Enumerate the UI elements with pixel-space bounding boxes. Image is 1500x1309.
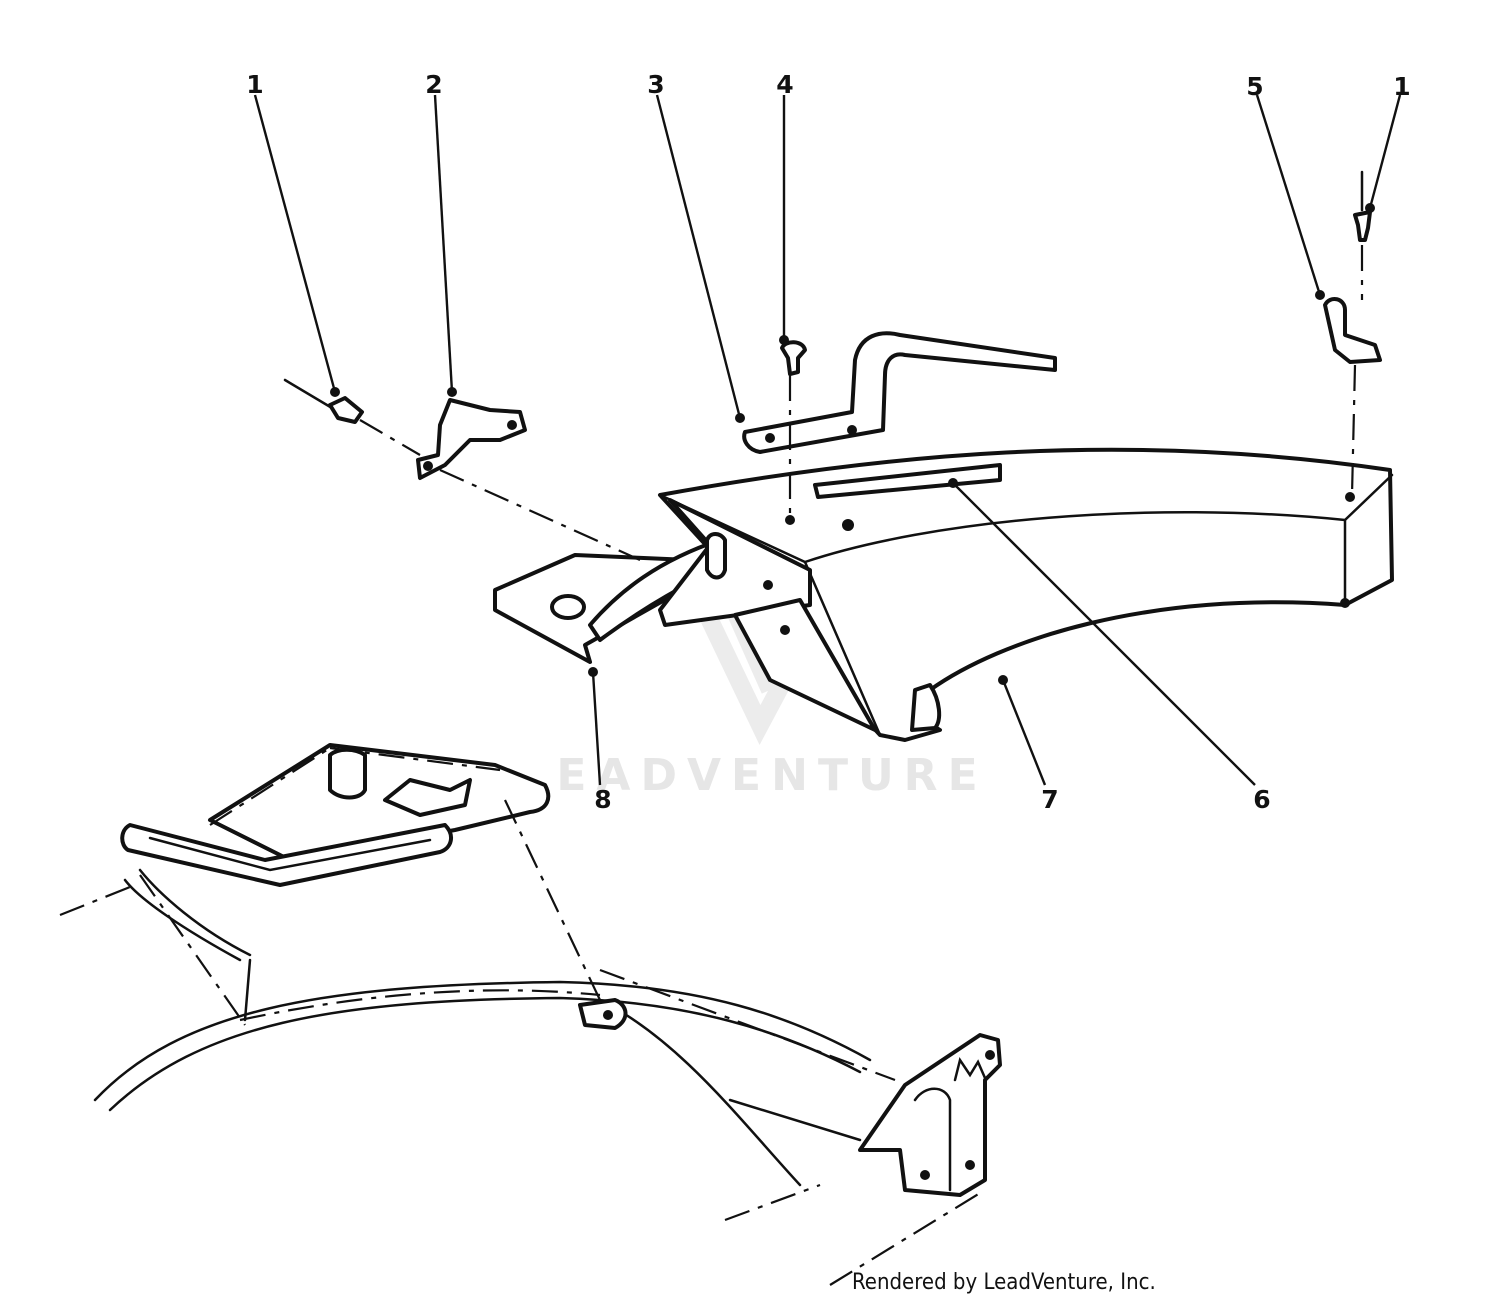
callout-5: 5 (1246, 72, 1263, 101)
callout-7: 7 (1041, 785, 1058, 814)
discharge-chute (658, 447, 1394, 742)
callout-1: 1 (246, 70, 263, 99)
watermark-text: EADVENTURE (556, 750, 987, 801)
callout-2: 2 (425, 70, 442, 99)
footer-credit: Rendered by LeadVenture, Inc. (852, 1270, 1156, 1295)
hinge-bracket (493, 498, 877, 732)
leader-lines (253, 94, 1402, 786)
tractor-frame-assembly (59, 743, 1002, 1286)
callout-3: 3 (647, 70, 664, 99)
retainer-clip (1323, 297, 1382, 364)
callout-1-right: 1 (1393, 72, 1410, 101)
deflector-handle (742, 331, 1057, 454)
callout-6: 6 (1253, 785, 1270, 814)
clip-bracket (416, 398, 527, 480)
callout-4: 4 (776, 70, 793, 99)
assembly-lines (209, 245, 1364, 1001)
callout-labels: 1 2 3 4 5 1 6 7 8 (246, 70, 1410, 814)
callout-8: 8 (594, 785, 611, 814)
